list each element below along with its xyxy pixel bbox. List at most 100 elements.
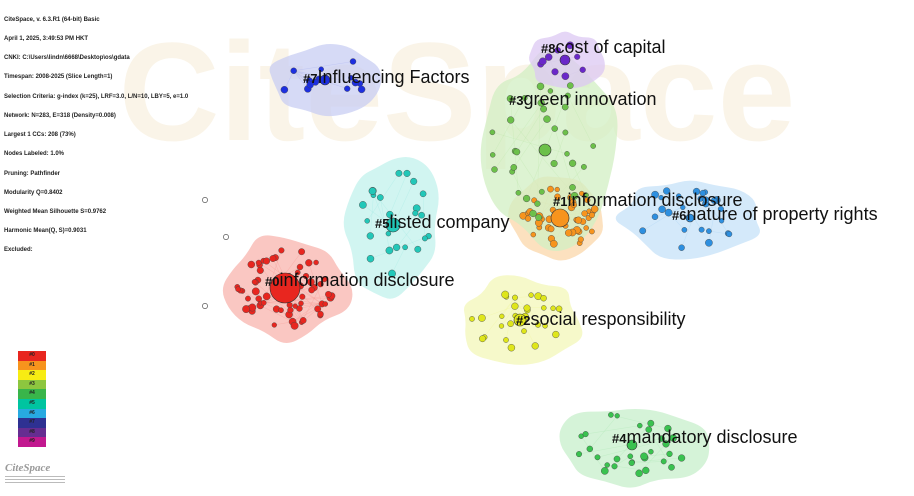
node[interactable] xyxy=(521,95,528,101)
node[interactable] xyxy=(574,216,583,224)
cluster-label-2[interactable]: #2social responsibility xyxy=(516,309,686,329)
cluster-label-6[interactable]: #6nature of property rights xyxy=(672,204,878,224)
node[interactable] xyxy=(678,244,685,251)
node[interactable] xyxy=(507,320,514,328)
node[interactable] xyxy=(395,169,403,177)
node[interactable] xyxy=(541,305,547,311)
node[interactable] xyxy=(522,194,531,203)
node[interactable] xyxy=(568,159,577,167)
node[interactable] xyxy=(298,300,304,307)
node[interactable] xyxy=(521,328,527,334)
node[interactable] xyxy=(278,247,285,254)
node[interactable] xyxy=(305,259,313,267)
node[interactable] xyxy=(718,218,725,224)
node[interactable] xyxy=(312,78,319,86)
hub-node-6[interactable] xyxy=(685,213,695,223)
node[interactable] xyxy=(322,301,328,307)
node[interactable] xyxy=(658,195,664,201)
node[interactable] xyxy=(385,230,392,237)
node[interactable] xyxy=(499,313,505,319)
node[interactable] xyxy=(540,295,547,302)
node[interactable] xyxy=(664,208,673,217)
node[interactable] xyxy=(280,85,289,94)
node[interactable] xyxy=(574,53,581,60)
node[interactable] xyxy=(639,227,647,235)
node[interactable] xyxy=(294,269,301,276)
node[interactable] xyxy=(245,295,251,302)
node[interactable] xyxy=(604,462,610,468)
node[interactable] xyxy=(287,307,294,314)
node[interactable] xyxy=(561,72,570,80)
node[interactable] xyxy=(498,323,505,329)
node[interactable] xyxy=(591,205,599,213)
node[interactable] xyxy=(255,259,262,266)
node[interactable] xyxy=(594,454,601,461)
node[interactable] xyxy=(263,257,271,265)
node[interactable] xyxy=(247,260,256,269)
node[interactable] xyxy=(705,238,713,247)
node[interactable] xyxy=(552,330,560,339)
node[interactable] xyxy=(551,125,558,132)
node[interactable] xyxy=(669,434,677,442)
node[interactable] xyxy=(299,293,306,300)
node[interactable] xyxy=(566,41,574,50)
node[interactable] xyxy=(388,269,396,278)
hub-node-4[interactable] xyxy=(626,439,638,451)
node[interactable] xyxy=(547,88,554,94)
node[interactable] xyxy=(510,164,518,171)
node[interactable] xyxy=(271,322,277,328)
node[interactable] xyxy=(512,294,518,301)
node[interactable] xyxy=(314,305,322,313)
node[interactable] xyxy=(601,467,609,475)
node[interactable] xyxy=(692,187,701,196)
node[interactable] xyxy=(648,449,654,455)
node[interactable] xyxy=(613,455,621,463)
node[interactable] xyxy=(540,105,547,113)
cluster-label-8[interactable]: #8cost of capital xyxy=(541,37,666,57)
isolated-node[interactable] xyxy=(202,197,208,203)
node[interactable] xyxy=(579,66,586,73)
node[interactable] xyxy=(635,469,643,477)
node[interactable] xyxy=(554,47,561,54)
node[interactable] xyxy=(534,200,541,207)
node[interactable] xyxy=(543,115,551,123)
node[interactable] xyxy=(658,205,666,214)
node[interactable] xyxy=(478,314,486,322)
node[interactable] xyxy=(491,166,498,173)
node[interactable] xyxy=(366,232,374,240)
node[interactable] xyxy=(506,95,514,103)
node[interactable] xyxy=(368,187,377,195)
node[interactable] xyxy=(507,116,515,124)
node[interactable] xyxy=(469,316,475,322)
node[interactable] xyxy=(302,273,310,280)
node[interactable] xyxy=(511,302,519,310)
node[interactable] xyxy=(296,263,304,271)
node[interactable] xyxy=(357,85,366,94)
node[interactable] xyxy=(325,290,332,298)
node[interactable] xyxy=(251,287,260,296)
node[interactable] xyxy=(677,454,686,462)
node[interactable] xyxy=(412,210,419,217)
node[interactable] xyxy=(562,129,569,136)
node[interactable] xyxy=(393,243,401,252)
node[interactable] xyxy=(402,244,408,251)
node[interactable] xyxy=(490,152,496,158)
node[interactable] xyxy=(614,413,620,419)
node[interactable] xyxy=(640,452,648,461)
node[interactable] xyxy=(583,225,589,231)
node[interactable] xyxy=(535,321,541,328)
hub-node-0[interactable] xyxy=(269,272,301,304)
node[interactable] xyxy=(577,236,584,243)
node[interactable] xyxy=(551,68,559,76)
node[interactable] xyxy=(317,310,324,318)
hub-node-2[interactable] xyxy=(513,313,527,327)
node[interactable] xyxy=(317,281,324,288)
node[interactable] xyxy=(663,187,671,195)
node[interactable] xyxy=(419,190,427,198)
isolated-node[interactable] xyxy=(223,234,229,240)
node[interactable] xyxy=(376,194,384,201)
node[interactable] xyxy=(507,344,516,352)
node[interactable] xyxy=(537,99,545,107)
node[interactable] xyxy=(410,177,418,185)
node[interactable] xyxy=(290,67,297,75)
